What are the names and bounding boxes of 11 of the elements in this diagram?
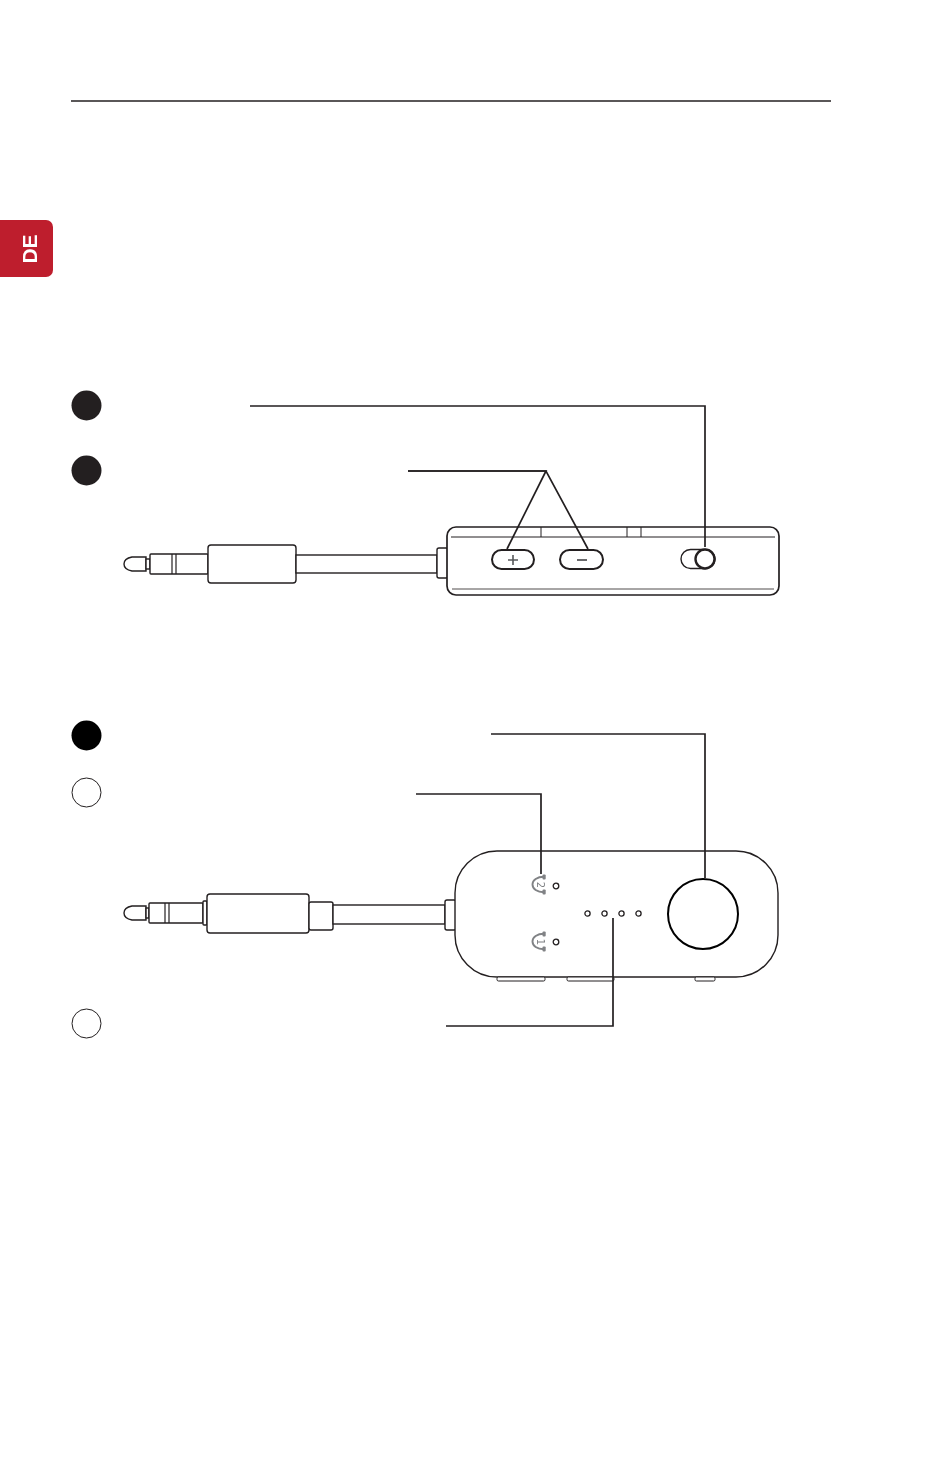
leader-line [249,405,706,548]
minus-button [559,549,604,570]
port-number: 1 [534,938,545,945]
language-code: DE [18,233,40,264]
plus-button [491,549,535,570]
port-number: 2 [534,881,545,888]
leader-line [490,733,706,879]
leader-line [407,470,589,550]
leader-line [415,793,542,875]
leader-line [445,917,614,1027]
language-tab [0,220,53,277]
